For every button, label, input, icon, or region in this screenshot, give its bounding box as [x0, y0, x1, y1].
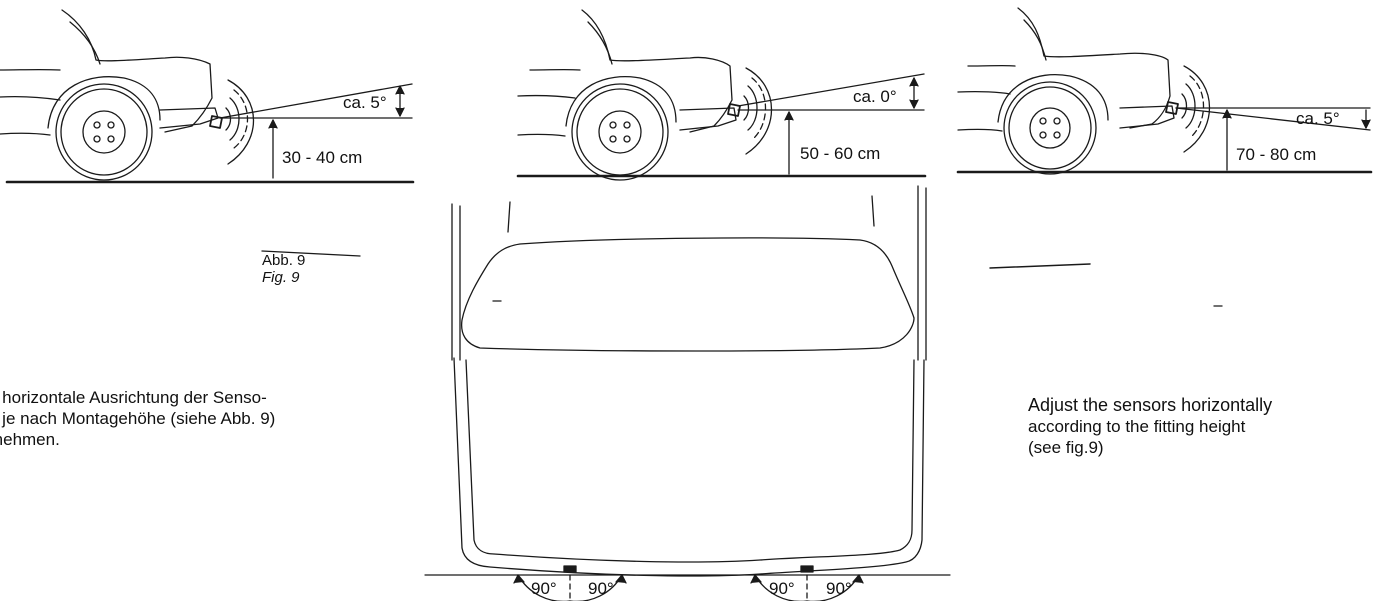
sensor-waves — [226, 80, 254, 164]
angle-label-90: 90° — [531, 579, 557, 598]
arc-arrow — [751, 575, 761, 583]
instruction-line: rnehmen. — [0, 429, 328, 450]
arc-arrow — [514, 575, 524, 583]
scene-low-mounting: ca. 5° 30 - 40 cm — [0, 10, 413, 182]
wheel-rim — [599, 111, 641, 153]
car-side-line — [0, 97, 60, 100]
figure-caption-en: Fig. 9 — [262, 270, 300, 286]
pillar-line — [508, 202, 510, 232]
instruction-text-en: Adjust the sensors horizontally accordin… — [1028, 395, 1378, 458]
angle-label: ca. 0° — [853, 87, 897, 106]
wheel-tire-inner — [577, 89, 663, 175]
instruction-line: (see fig.9) — [1028, 437, 1378, 458]
angle-label-90: 90° — [826, 579, 852, 598]
rear-window-line — [1024, 20, 1046, 60]
sensor-left — [564, 566, 576, 572]
rear-window-outline — [462, 238, 914, 351]
wheel-tire — [1004, 82, 1096, 174]
wheel-bolts — [610, 122, 630, 142]
sensor-waves — [744, 68, 772, 154]
height-label: 70 - 80 cm — [1236, 145, 1316, 164]
scene-high-mounting: ca. 5° 70 - 80 cm — [958, 8, 1371, 174]
bumper-outer-outline — [454, 358, 924, 576]
wheel-bolts — [94, 122, 114, 142]
instruction-line: e horizontale Ausrichtung der Senso- — [0, 387, 328, 408]
angle-label: ca. 5° — [1296, 109, 1340, 128]
angle-arrow — [910, 78, 918, 86]
car-side-line — [958, 92, 1010, 94]
instruction-line: Adjust the sensors horizontally — [1028, 395, 1378, 416]
bumper-inner-outline — [466, 360, 914, 562]
pillar-line — [872, 196, 874, 226]
car-side-line — [958, 129, 1002, 131]
car-side-line — [518, 134, 565, 136]
angle-arrow — [910, 100, 918, 108]
rear-window-line — [588, 22, 612, 64]
wheel-tire-inner — [1009, 87, 1091, 169]
car-side-line — [0, 133, 50, 135]
height-label: 30 - 40 cm — [282, 148, 362, 167]
instruction-text-de: e horizontale Ausrichtung der Senso- n j… — [0, 387, 328, 450]
instruction-line: according to the fitting height — [1028, 416, 1378, 437]
figure-caption-de: Abb. 9 — [262, 253, 305, 269]
wheel-rim — [1030, 108, 1070, 148]
arc-arrow — [853, 575, 863, 583]
height-arrow — [269, 120, 277, 128]
instruction-line: n je nach Montagehöhe (siehe Abb. 9) — [0, 408, 328, 429]
height-arrow — [785, 112, 793, 120]
wheel-rim — [83, 111, 125, 153]
car-body-outline — [62, 10, 212, 132]
print-mark — [990, 264, 1090, 268]
wheel-tire-inner — [61, 89, 147, 175]
scene-mid-mounting: ca. 0° 50 - 60 cm — [518, 10, 925, 180]
bumper-outline — [680, 108, 736, 130]
sensor-right — [801, 566, 813, 572]
angle-arrow — [1362, 120, 1370, 128]
angle-arrow — [396, 108, 404, 116]
wheel-tire — [572, 84, 668, 180]
angle-label-90: 90° — [588, 579, 614, 598]
car-side-line — [518, 96, 575, 98]
top-view-car-rear: 90° 90° 90° 90° — [425, 186, 950, 601]
wheel-tire — [56, 84, 152, 180]
wheel-bolts — [1040, 118, 1060, 138]
height-label: 50 - 60 cm — [800, 144, 880, 163]
angle-label-90: 90° — [769, 579, 795, 598]
car-body-outline — [582, 10, 732, 132]
arc-arrow — [616, 575, 626, 583]
angle-label: ca. 5° — [343, 93, 387, 112]
